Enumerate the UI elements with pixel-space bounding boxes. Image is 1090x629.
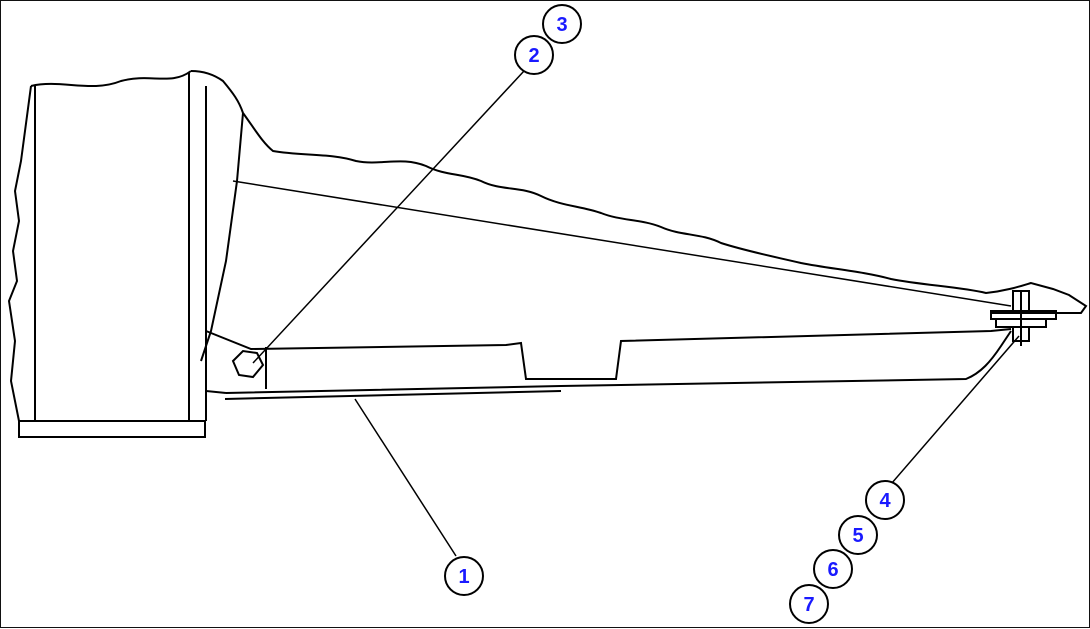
callout-3: 3 xyxy=(542,4,582,44)
frame-column xyxy=(7,70,244,438)
callout-5-label: 5 xyxy=(852,525,863,547)
callout-4-label: 4 xyxy=(879,490,891,512)
callout-1: 1 xyxy=(444,556,484,596)
callout-4: 4 xyxy=(865,480,905,520)
leader-lines xyxy=(252,70,1020,557)
tank-outline xyxy=(200,112,1088,362)
leader-line-4 xyxy=(884,335,1020,492)
leader-line-1 xyxy=(354,398,457,557)
callout-7-label: 7 xyxy=(803,594,814,616)
leader-line-2 xyxy=(252,70,525,364)
callout-3-label: 3 xyxy=(556,14,567,36)
callout-2: 2 xyxy=(514,35,554,75)
callout-5: 5 xyxy=(838,515,878,555)
callout-6: 6 xyxy=(813,549,853,589)
support-bracket xyxy=(205,328,1012,400)
mounting-hardware xyxy=(990,290,1057,346)
callout-6-label: 6 xyxy=(827,559,838,581)
callout-2-label: 2 xyxy=(528,45,539,67)
callout-1-label: 1 xyxy=(458,566,469,588)
callout-7: 7 xyxy=(789,584,829,624)
